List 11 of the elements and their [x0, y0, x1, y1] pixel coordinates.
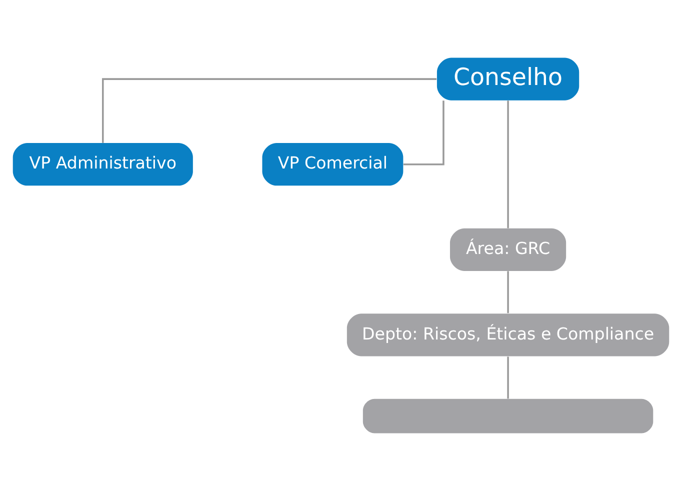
node-box: VP Administrativo [12, 143, 193, 186]
node-box: Área: GRC [450, 228, 566, 271]
connector [507, 271, 509, 314]
node-box: Conselho [436, 58, 580, 100]
connector [507, 356, 509, 399]
node-box: Depto: Riscos, Éticas e Compliance [346, 314, 670, 356]
node-box: VP Comercial [262, 143, 404, 186]
connector [507, 100, 509, 228]
connector [102, 78, 437, 143]
node-box [362, 398, 654, 434]
connector [403, 100, 444, 166]
